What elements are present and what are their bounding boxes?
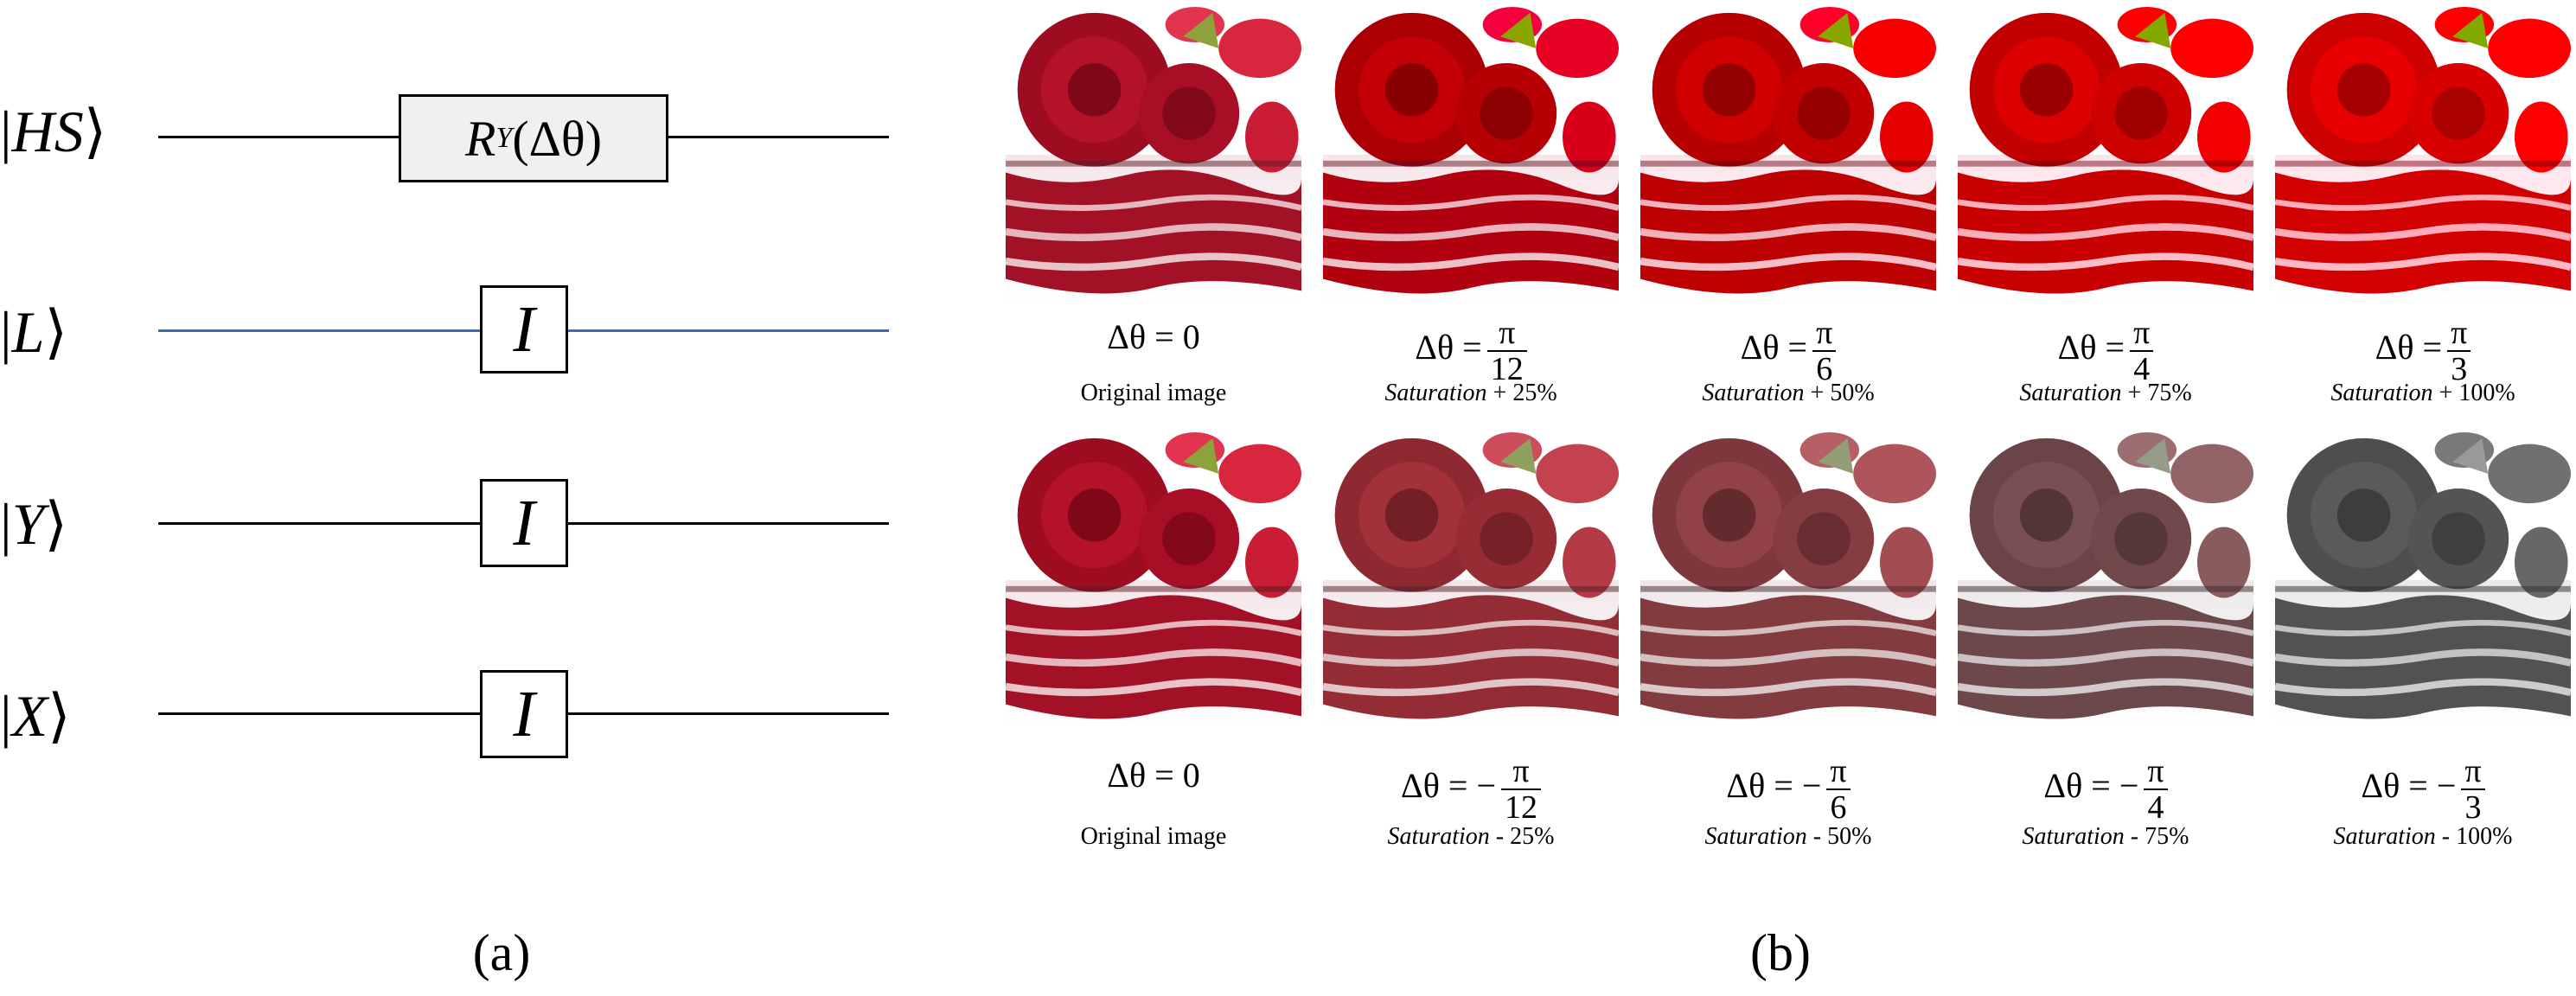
fraction-denominator: 4 <box>2133 351 2151 387</box>
qubit-label-l: |L⟩ <box>0 299 67 365</box>
saturation-caption: Saturation - 100% <box>2267 822 2576 852</box>
rose-image <box>1323 432 1619 728</box>
saturation-change: - 75% <box>2124 823 2189 850</box>
saturation-change: - 50% <box>1806 823 1872 850</box>
saturation-change: - 25% <box>1489 823 1555 850</box>
fraction-numerator: π <box>2130 316 2154 352</box>
fraction-denominator: 3 <box>2451 351 2468 387</box>
saturation-word: Saturation <box>1384 380 1487 406</box>
rose-image <box>1006 7 1301 303</box>
saturation-change: - 100% <box>2435 823 2513 850</box>
delta-theta-expression: Δθ = 0 <box>1107 317 1200 356</box>
saturation-word: Saturation <box>2333 823 2436 850</box>
saturation-caption: Original image <box>998 822 1309 852</box>
fraction-denominator: 4 <box>2147 789 2164 826</box>
panel-label-a: (a) <box>472 924 531 981</box>
qubit-label-x: |X⟩ <box>0 683 71 749</box>
delta-theta-caption: Δθ = 0 <box>998 754 1309 797</box>
rose-image <box>1640 7 1936 303</box>
rose-image <box>1958 7 2253 303</box>
qubit-label-y: |Y⟩ <box>0 491 67 557</box>
identity-gate-l: I <box>480 285 568 374</box>
identity-gate-y: I <box>480 479 568 567</box>
fraction-denominator: 6 <box>1830 789 1847 826</box>
panel-label-b: (b) <box>1750 924 1811 981</box>
saturation-word: Saturation <box>1702 380 1805 406</box>
rose-image <box>1323 7 1619 303</box>
saturation-caption: Original image <box>998 379 1309 408</box>
saturation-caption: Saturation + 25% <box>1315 379 1627 408</box>
qubit-label-hs: |HS⟩ <box>0 99 107 164</box>
rose-image <box>1006 432 1301 728</box>
saturation-change: Original image <box>1080 823 1227 850</box>
saturation-change: + 50% <box>1804 380 1875 406</box>
saturation-caption: Saturation + 75% <box>1950 379 2261 408</box>
saturation-caption: Saturation + 50% <box>1633 379 1944 408</box>
identity-gate-x: I <box>480 670 568 758</box>
fraction-numerator: π <box>1826 754 1851 790</box>
delta-theta-expression: Δθ = <box>2057 328 2125 367</box>
fraction-denominator: 6 <box>1816 351 1833 387</box>
fraction-denominator: 12 <box>1490 351 1524 387</box>
fraction-denominator: 3 <box>2464 789 2482 826</box>
saturation-word: Saturation <box>1387 823 1490 850</box>
saturation-caption: Saturation + 100% <box>2267 379 2576 408</box>
fraction-numerator: π <box>1501 754 1541 790</box>
delta-theta-expression: Δθ = − <box>2361 766 2457 806</box>
rose-image <box>1640 432 1936 728</box>
saturation-caption: Saturation - 75% <box>1950 822 2261 852</box>
fraction-numerator: π <box>2144 754 2168 790</box>
delta-theta-expression: Δθ = <box>1415 328 1482 367</box>
rose-image <box>2275 7 2571 303</box>
delta-theta-expression: Δθ = − <box>1726 766 1822 806</box>
fraction-numerator: π <box>2447 316 2471 352</box>
saturation-word: Saturation <box>2019 380 2122 406</box>
saturation-change: Original image <box>1080 380 1227 406</box>
delta-theta-expression: Δθ = 0 <box>1107 756 1200 795</box>
delta-theta-expression: Δθ = <box>1740 328 1808 367</box>
rose-image <box>1958 432 2253 728</box>
saturation-word: Saturation <box>1704 823 1807 850</box>
saturation-caption: Saturation - 25% <box>1315 822 1627 852</box>
saturation-change: + 100% <box>2432 380 2515 406</box>
saturation-word: Saturation <box>2330 380 2433 406</box>
saturation-change: + 75% <box>2121 380 2192 406</box>
fraction-numerator: π <box>1812 316 1837 352</box>
delta-theta-expression: Δθ = − <box>2043 766 2139 806</box>
fraction-numerator: π <box>2461 754 2485 790</box>
delta-theta-expression: Δθ = <box>2375 328 2443 367</box>
delta-theta-expression: Δθ = − <box>1401 766 1496 806</box>
fraction-numerator: π <box>1486 316 1527 352</box>
saturation-word: Saturation <box>2022 823 2125 850</box>
saturation-caption: Saturation - 50% <box>1633 822 1944 852</box>
delta-theta-caption: Δθ = 0 <box>998 316 1309 359</box>
saturation-change: + 25% <box>1486 380 1557 406</box>
rose-image <box>2275 432 2571 728</box>
fraction-denominator: 12 <box>1505 789 1537 826</box>
